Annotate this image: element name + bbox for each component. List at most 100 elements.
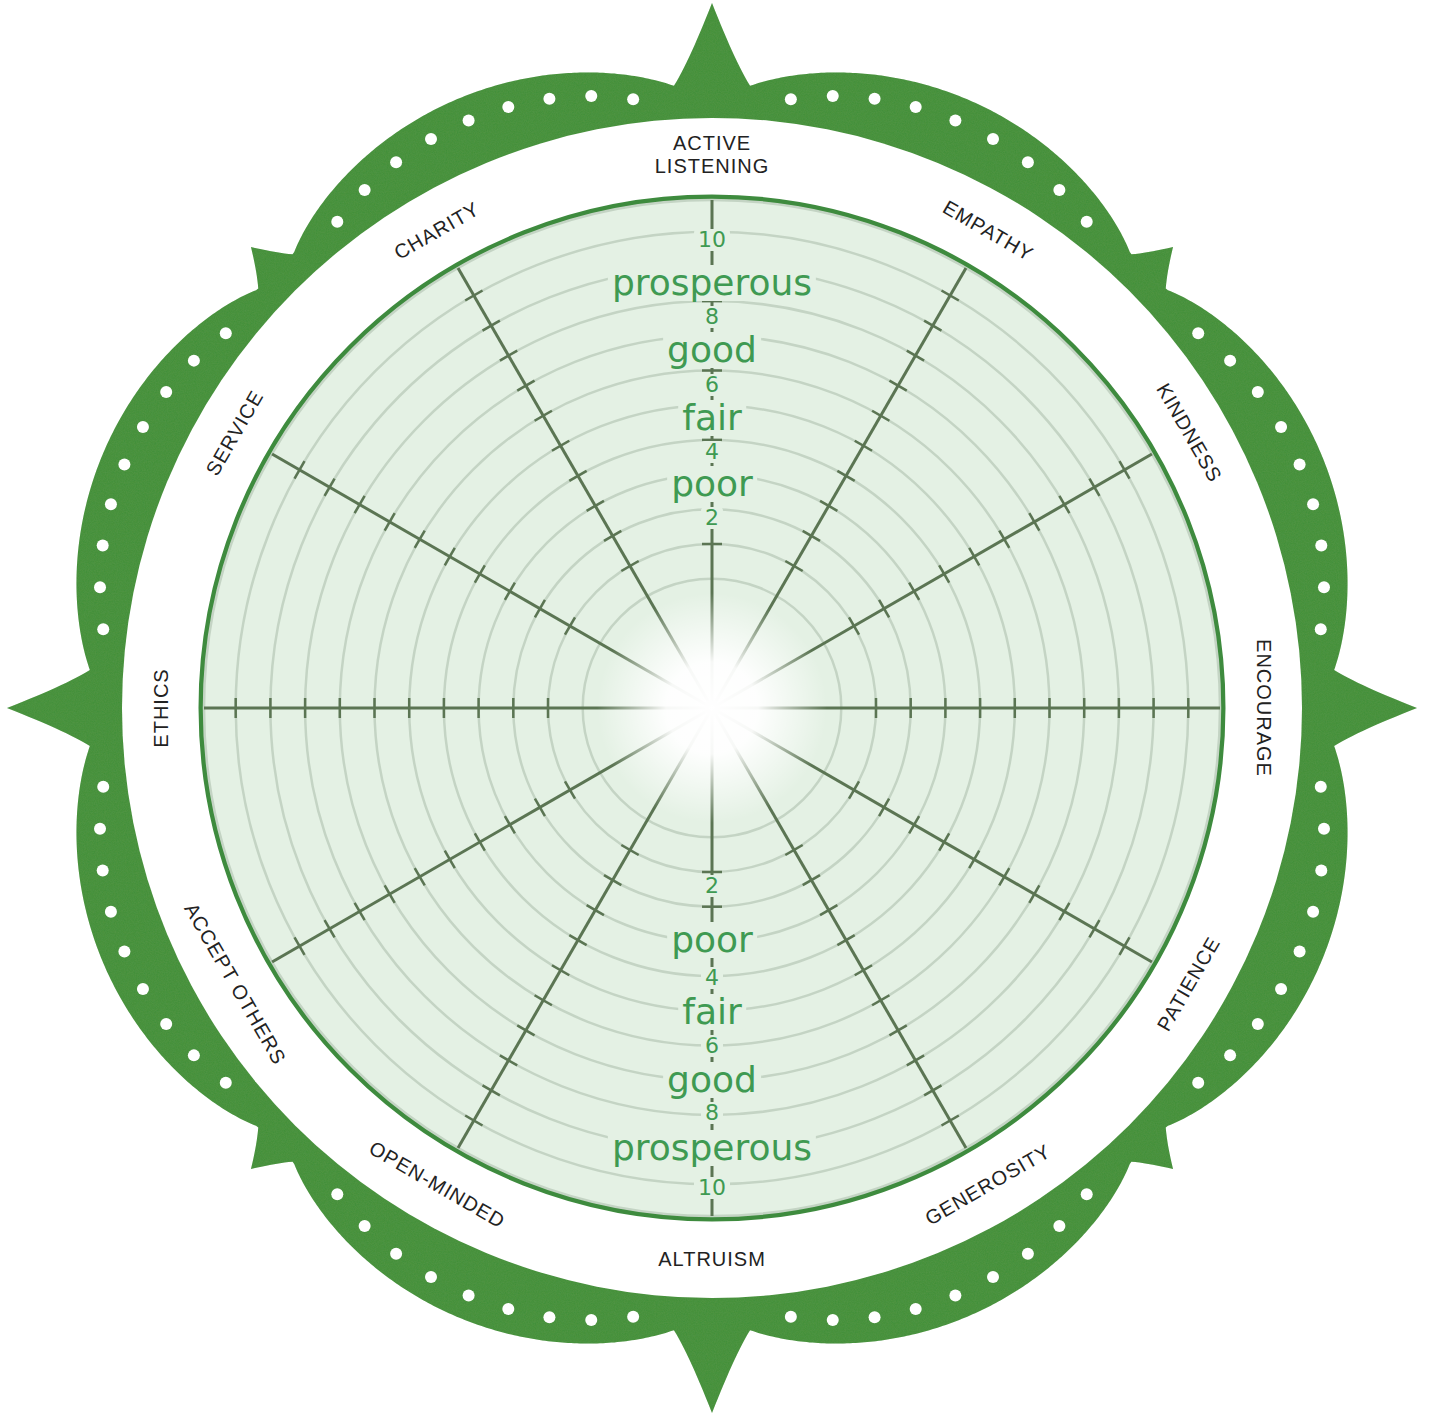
scale-number: 4 [701, 441, 723, 463]
border-dot [160, 386, 172, 398]
scale-number: 2 [701, 875, 723, 897]
tick-mark [475, 833, 485, 850]
tick-mark [1083, 698, 1086, 718]
score-ring [583, 579, 842, 838]
border-dot [1318, 581, 1330, 593]
tick-mark [849, 617, 859, 634]
border-dot [118, 459, 130, 471]
tick-mark [837, 935, 854, 945]
tick-mark [587, 501, 604, 511]
border-dot [1307, 906, 1319, 918]
score-ring [548, 544, 876, 872]
border-dot [220, 1077, 232, 1089]
tick-mark [569, 935, 586, 945]
tick-mark [517, 1025, 534, 1035]
scale-rating: good [663, 332, 761, 368]
tick-mark [803, 875, 820, 885]
tick-mark [1187, 698, 1190, 718]
border-dot [785, 1311, 797, 1323]
scale-number: 10 [694, 229, 730, 251]
scale-rating: prosperous [608, 265, 816, 301]
border-dot [1192, 327, 1204, 339]
border-dot [543, 1311, 555, 1323]
border-dot [188, 1049, 200, 1061]
tick-mark [702, 543, 722, 546]
border-dot [1307, 498, 1319, 510]
tick-mark [909, 583, 919, 600]
tick-mark [785, 845, 802, 855]
scale-number: 6 [701, 1035, 723, 1057]
tick-mark [879, 600, 889, 617]
tick-mark [621, 561, 638, 571]
virtue-label: ETHICS [150, 668, 173, 747]
scale-number: 6 [701, 374, 723, 396]
tick-mark [999, 531, 1009, 548]
tick-mark [969, 548, 979, 565]
tick-mark [941, 291, 958, 301]
tick-mark [621, 845, 638, 855]
scale-rating: prosperous [608, 1130, 816, 1166]
tick-mark [355, 903, 365, 920]
tick-mark [702, 905, 722, 908]
tick-mark [1119, 937, 1129, 954]
tick-mark [408, 698, 411, 718]
scale-number: 8 [701, 306, 723, 328]
tick-mark [477, 698, 480, 718]
border-dot [869, 93, 881, 105]
tick-mark [803, 531, 820, 541]
tick-mark [1014, 698, 1017, 718]
tick-mark [483, 321, 500, 331]
tick-mark [909, 698, 912, 718]
border-dot [910, 1303, 922, 1315]
border-dot [987, 133, 999, 145]
border-dot [502, 101, 514, 113]
border-dot [105, 906, 117, 918]
border-dot [1315, 865, 1327, 877]
border-dot [137, 983, 149, 995]
tick-mark [1089, 920, 1099, 937]
tick-mark [702, 369, 722, 372]
border-dot [1081, 1188, 1093, 1200]
flower-border [7, 3, 1417, 1413]
tick-mark [385, 513, 395, 530]
scale-rating: good [663, 1062, 761, 1098]
border-dot [1053, 184, 1065, 196]
tick-mark [552, 965, 569, 975]
tick-mark [875, 698, 878, 718]
border-dot [220, 327, 232, 339]
tick-mark [924, 1085, 941, 1095]
tick-mark [855, 441, 872, 451]
border-dot [390, 1248, 402, 1260]
border-dot [463, 114, 475, 126]
tick-mark [907, 351, 924, 361]
scale-rating: fair [678, 994, 746, 1030]
border-dot [188, 355, 200, 367]
border-dot [1318, 823, 1330, 835]
tick-mark [702, 871, 722, 874]
border-dot [987, 1271, 999, 1283]
border-dot [105, 498, 117, 510]
tick-mark [889, 1025, 906, 1035]
border-dot [425, 1271, 437, 1283]
tick-mark [1029, 513, 1039, 530]
tick-mark [304, 698, 307, 718]
border-dot [785, 93, 797, 105]
tick-mark [855, 965, 872, 975]
border-dot [1275, 421, 1287, 433]
border-dot [425, 133, 437, 145]
border-dot [331, 216, 343, 228]
tick-mark [1059, 496, 1069, 513]
tick-mark [234, 698, 237, 718]
tick-mark [604, 531, 621, 541]
wheel-group [7, 3, 1417, 1413]
border-dot [910, 101, 922, 113]
tick-mark [569, 471, 586, 481]
tick-mark [941, 1115, 958, 1125]
scale-number: 8 [701, 1102, 723, 1124]
tick-mark [1119, 461, 1129, 478]
scale-number: 4 [701, 967, 723, 989]
tick-mark [445, 851, 455, 868]
border-dot [502, 1303, 514, 1315]
border-dot [160, 1018, 172, 1030]
tick-mark [465, 291, 482, 301]
